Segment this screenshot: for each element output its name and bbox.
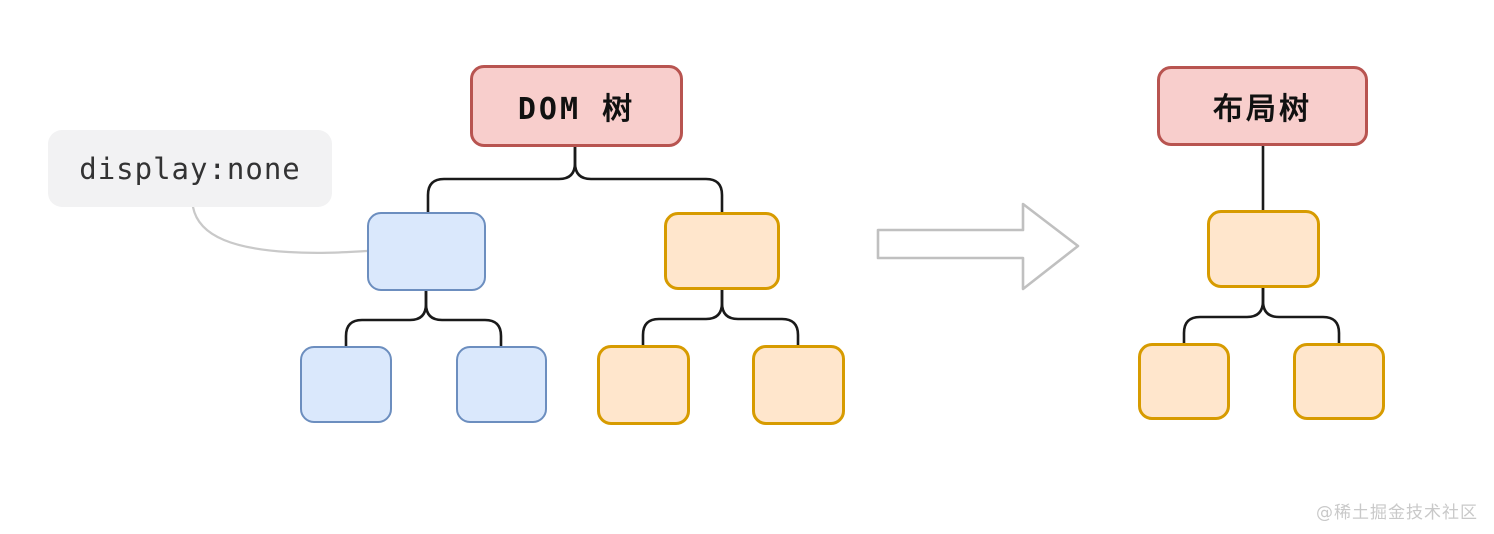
layout-node-parent <box>1207 210 1320 288</box>
dom-node-visible-child-right <box>752 345 845 425</box>
dom-node-hidden-parent <box>367 212 486 291</box>
dom-node-hidden-child-right <box>456 346 547 423</box>
layout-node-child-left <box>1138 343 1230 420</box>
layout-tree-branches <box>1182 144 1341 345</box>
layout-tree-title-node: 布局树 <box>1157 66 1368 146</box>
watermark: @稀土掘金技术社区 <box>1316 503 1478 523</box>
display-none-label-text: display:none <box>79 151 301 186</box>
dom-node-hidden-child-left <box>300 346 392 423</box>
annotation-connector-line <box>191 205 369 254</box>
transform-arrow <box>876 202 1080 291</box>
layout-tree-title: 布局树 <box>1213 92 1312 127</box>
dom-node-visible-parent <box>664 212 780 290</box>
display-none-label: display:none <box>48 130 332 207</box>
dom-tree-title: DOM 树 <box>517 92 636 127</box>
dom-tree-title-node: DOM 树 <box>470 65 683 147</box>
dom-node-visible-child-left <box>597 345 690 425</box>
layout-node-child-right <box>1293 343 1385 420</box>
dom-root-branches <box>344 145 800 348</box>
